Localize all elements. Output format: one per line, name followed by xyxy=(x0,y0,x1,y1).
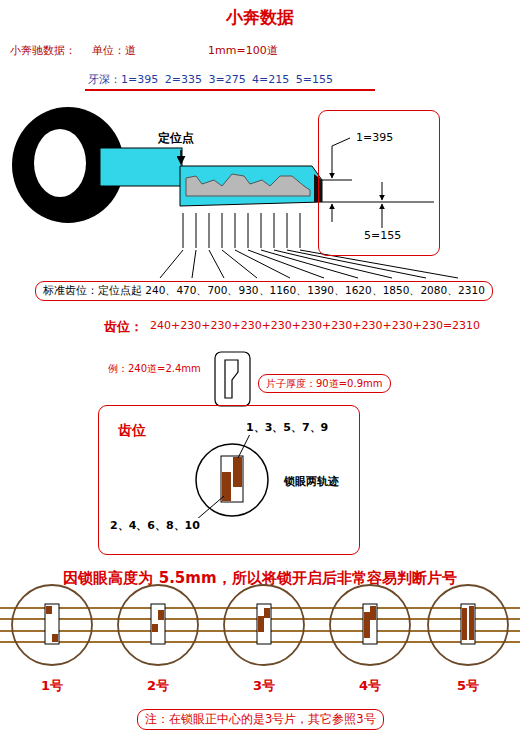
label: 单位：道 xyxy=(92,43,136,58)
wafer-bar xyxy=(469,606,474,640)
box-text: 5=155 xyxy=(363,229,402,242)
wafer-bar xyxy=(370,606,376,620)
label: 牙深：1=395 2=335 3=275 4=215 5=155 xyxy=(88,72,333,87)
wafer-bar xyxy=(364,612,370,638)
wafer-bar xyxy=(158,610,164,620)
wafer-circle: 2号 xyxy=(116,583,200,667)
box-text: 齿位 xyxy=(117,422,147,440)
wafer-number: 1号 xyxy=(10,677,94,695)
wafer-number: 4号 xyxy=(328,677,412,695)
wafer-bar xyxy=(462,608,467,640)
leader-line xyxy=(196,496,224,520)
label: 例：240道=2.4mm xyxy=(108,362,201,376)
box-text: 锁眼两轨迹 xyxy=(283,474,340,489)
track-upper xyxy=(233,457,242,487)
wafer-drawing xyxy=(328,583,412,667)
wafer-drawing xyxy=(222,583,306,667)
wafer-drawing xyxy=(10,583,94,667)
locate-arrow xyxy=(180,150,182,164)
wafer-number: 2号 xyxy=(116,677,200,695)
circle-outline xyxy=(330,585,410,665)
circle-outline xyxy=(224,585,304,665)
wafer-circle: 3号 xyxy=(222,583,306,667)
label: 小奔驰数据： xyxy=(10,43,76,58)
wafer-circle: 5号 xyxy=(426,583,510,667)
keyway xyxy=(461,604,475,644)
box-text: 片子厚度：90道=0.9mm xyxy=(266,377,383,390)
tooth-track-box: 齿位 1、3、5、7、9 锁眼两轨迹 2、4、6、8、10 xyxy=(98,405,360,555)
wafer-bar xyxy=(46,606,52,614)
note-box: 注：在锁眼正中心的是3号片，其它参照3号 xyxy=(137,709,384,730)
label: 240+230+230+230+230+230+230+230+230+230=… xyxy=(150,319,480,332)
wafer-bar xyxy=(264,608,270,618)
wafer-circle: 4号 xyxy=(328,583,412,667)
wafer-drawing xyxy=(426,583,510,667)
tooth-position-box: 标准齿位：定位点起 240、470、700、930、1160、1390、1620… xyxy=(35,281,493,301)
key-blade xyxy=(180,166,322,206)
underline xyxy=(85,89,375,91)
label: 齿位： xyxy=(104,318,143,336)
circle-outline xyxy=(118,585,198,665)
circle-outline xyxy=(12,585,92,665)
leader-lines xyxy=(160,250,458,278)
key-shaft xyxy=(100,148,182,186)
key-cuts xyxy=(186,174,310,196)
wafer-number: 5号 xyxy=(426,677,510,695)
keyhole-circle xyxy=(196,444,268,516)
wafer-number: 3号 xyxy=(222,677,306,695)
label: 1mm=100道 xyxy=(208,43,278,58)
thickness-box: 片子厚度：90道=0.9mm xyxy=(258,374,391,393)
wafer-drawing xyxy=(116,583,200,667)
depth-dimension xyxy=(322,138,434,228)
keyway xyxy=(151,604,165,644)
circle-outline xyxy=(428,585,508,665)
slot-groove xyxy=(225,360,238,398)
keyway xyxy=(45,604,59,644)
label: 定位点 xyxy=(158,130,194,147)
wafer-bar xyxy=(152,624,158,632)
wafer-bar xyxy=(258,616,264,632)
keyway xyxy=(221,456,243,502)
box-text: 1=395 xyxy=(355,131,394,144)
box-text: 2、4、6、8、10 xyxy=(109,518,201,533)
box-text: 1、3、5、7、9 xyxy=(245,420,329,435)
wafer-bar xyxy=(52,634,58,642)
leader-line xyxy=(238,434,250,458)
key-bow-hole xyxy=(34,129,86,197)
title: 小奔数据 xyxy=(0,6,520,29)
box-text: 注：在锁眼正中心的是3号片，其它参照3号 xyxy=(145,712,376,727)
keyway xyxy=(257,604,271,644)
tick-lines xyxy=(183,213,300,248)
depth-callout-box: 1=395 5=155 xyxy=(318,110,440,256)
wafer-circle: 1号 xyxy=(10,583,94,667)
keyway xyxy=(363,604,377,644)
box-text: 标准齿位：定位点起 240、470、700、930、1160、1390、1620… xyxy=(43,284,485,298)
slot-profile xyxy=(215,352,250,406)
